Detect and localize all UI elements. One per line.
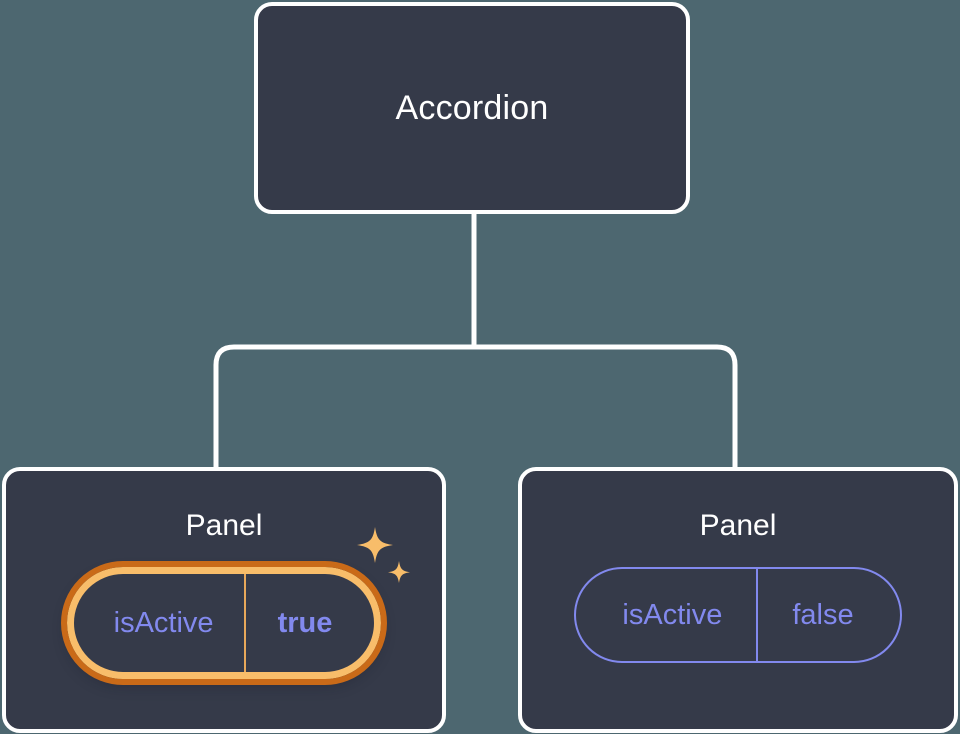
prop-key: isActive bbox=[622, 598, 723, 631]
prop-value: true bbox=[243, 574, 375, 672]
prop-value: false bbox=[756, 569, 899, 661]
edge-branch-left bbox=[213, 344, 474, 468]
tree-node-panel-left[interactable]: Panel isActive true bbox=[2, 467, 446, 733]
tree-node-panel-right[interactable]: Panel isActive false bbox=[518, 467, 958, 733]
prop-pill-default[interactable]: isActive false bbox=[574, 567, 902, 663]
prop-pill[interactable]: isActive false bbox=[574, 567, 902, 663]
tree-node-accordion[interactable]: Accordion bbox=[254, 2, 690, 214]
node-title: Panel bbox=[185, 509, 263, 542]
prop-pill[interactable]: isActive true bbox=[60, 561, 388, 685]
prop-pill-highlighted[interactable]: isActive true bbox=[60, 527, 411, 685]
node-title: Panel bbox=[699, 509, 777, 542]
node-title: Accordion bbox=[395, 89, 549, 127]
prop-key: isActive bbox=[113, 606, 214, 639]
edge-branch-right bbox=[474, 344, 738, 468]
